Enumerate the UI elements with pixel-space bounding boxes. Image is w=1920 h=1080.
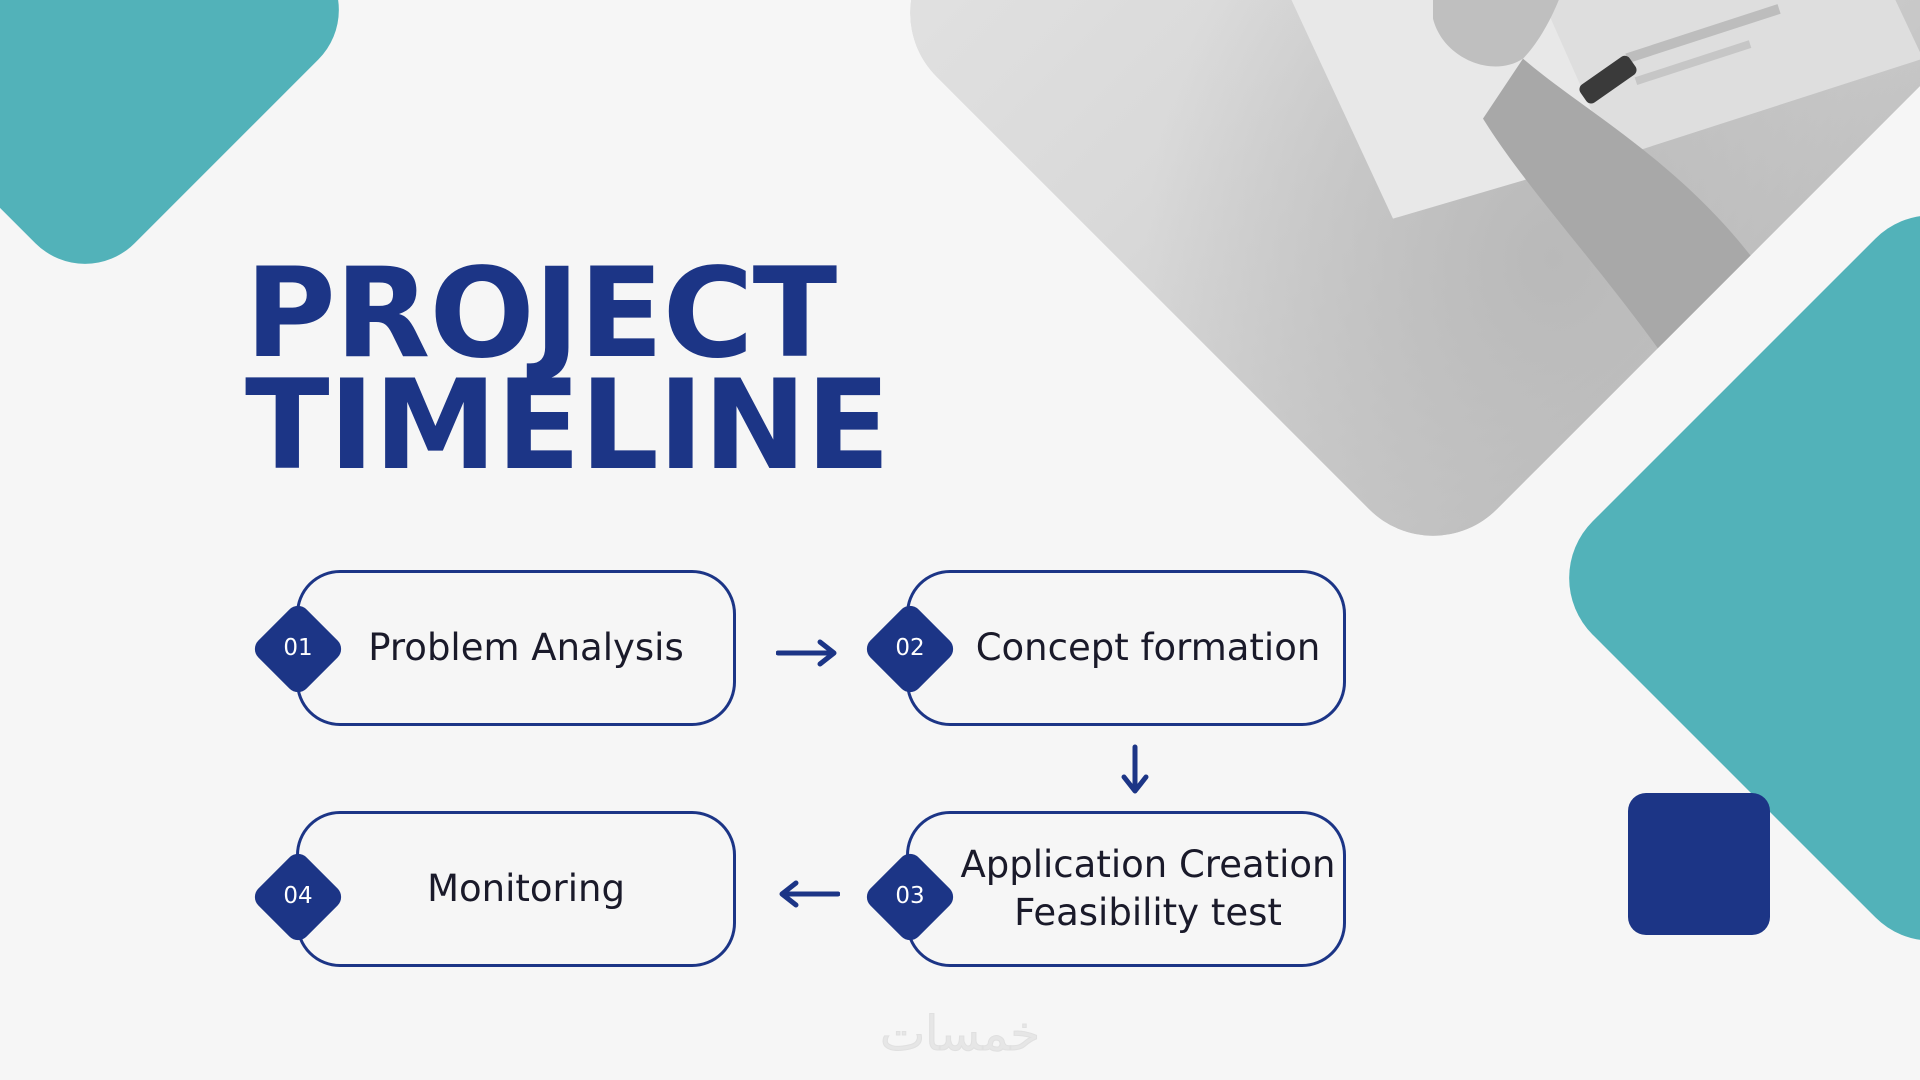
watermark-text: خمسات <box>880 1006 1040 1062</box>
title-line-1: PROJECT <box>245 242 837 386</box>
step-number: 02 <box>895 635 925 661</box>
title-line-2: TIMELINE <box>245 354 890 498</box>
step-label: Monitoring <box>427 867 625 910</box>
step-label: Problem Analysis <box>368 626 684 669</box>
step-number: 01 <box>283 635 313 661</box>
step-number: 03 <box>895 883 925 909</box>
step-label: Concept formation <box>975 626 1321 669</box>
step-box-04: Monitoring <box>296 811 736 967</box>
arrow-down-icon <box>1121 744 1149 794</box>
step-box-02: Concept formation <box>906 570 1346 726</box>
page-title: PROJECT TIMELINE <box>245 242 890 498</box>
step-number: 04 <box>283 883 313 909</box>
arrow-left-icon <box>779 880 840 908</box>
navy-square-decoration <box>1628 793 1770 935</box>
step-box-01: Problem Analysis <box>296 570 736 726</box>
arrow-right-icon <box>776 639 837 667</box>
step-box-03: Application Creation Feasibility test <box>906 811 1346 967</box>
step-label: Application Creation Feasibility test <box>960 843 1336 934</box>
watermark-logo: خمسات <box>879 1006 1040 1063</box>
